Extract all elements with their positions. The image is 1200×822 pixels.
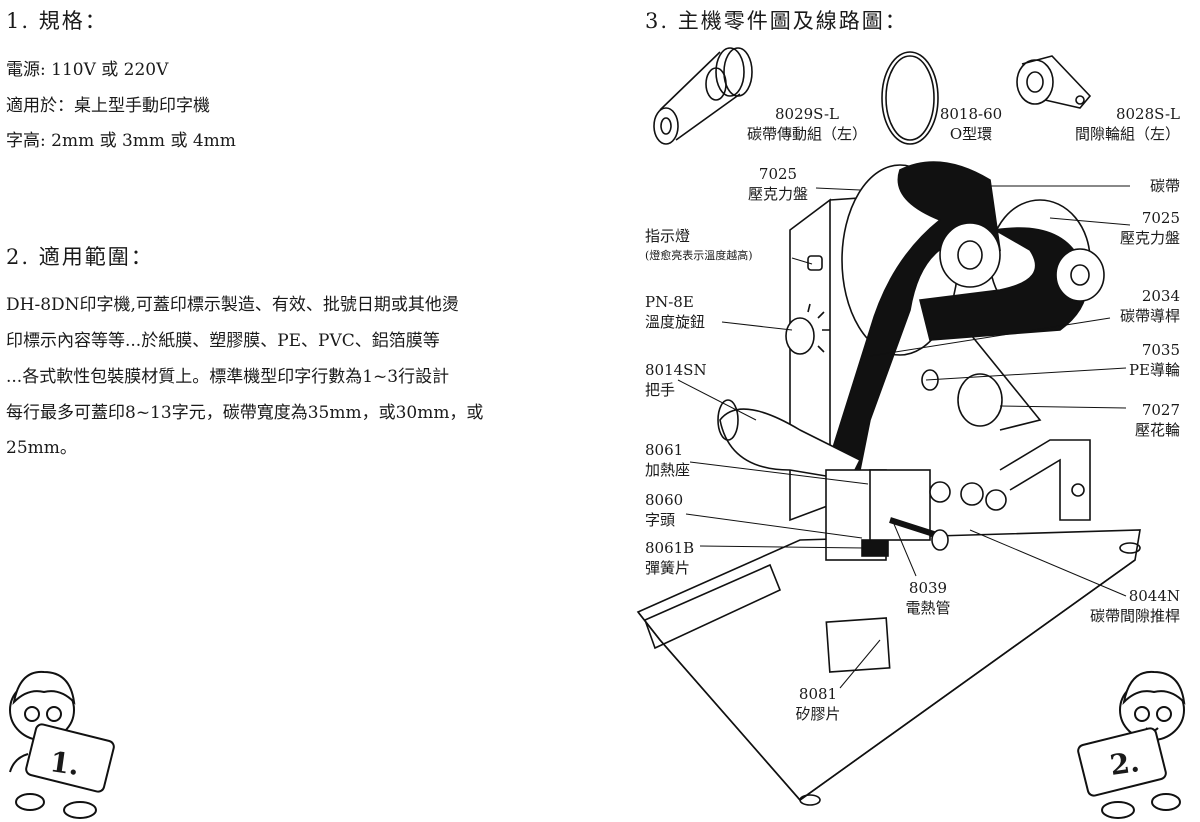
label-7027: 7027 壓花輪 xyxy=(1100,400,1180,440)
part-name: 溫度旋鈕 xyxy=(645,313,706,331)
part-name: 矽膠片 xyxy=(795,705,841,723)
label-8044n: 8044N 碳帶間隙推桿 xyxy=(1060,586,1180,626)
part-code: 8061 xyxy=(645,441,684,459)
part-code: 8028S-L xyxy=(1115,105,1180,123)
label-7025-left: 7025 壓克力盤 xyxy=(740,164,816,204)
section2-heading: 2. 適用範圍： xyxy=(6,245,154,269)
spec-power: 電源: 110V 或 220V xyxy=(6,60,169,80)
part-code: 8044N xyxy=(1128,587,1180,605)
part-code: 8060 xyxy=(645,491,684,509)
part-code: 7025 xyxy=(758,165,798,183)
part-code: 8081 xyxy=(798,685,838,703)
part-name: (燈愈亮表示溫度越高) xyxy=(645,249,753,262)
part-code: 7035 xyxy=(1141,341,1180,359)
label-ribbon: 碳帶 xyxy=(1100,176,1180,196)
part-name: 碳帶導桿 xyxy=(1119,307,1180,325)
part-code: 指示燈 xyxy=(645,227,691,245)
ribbon-drive-part-drawing xyxy=(653,47,753,145)
mascot-illustration-left xyxy=(9,670,115,819)
part-name: 彈簧片 xyxy=(645,559,691,577)
o-ring-part-drawing xyxy=(881,51,939,145)
scope-line-2: 印標示內容等等...於紙膜、塑膠膜、PE、PVC、鋁箔膜等 xyxy=(6,331,440,351)
mascot-illustration-right xyxy=(1077,670,1186,819)
part-name: 間隙輪組（左） xyxy=(1074,125,1180,143)
part-code: 8029S-L xyxy=(774,105,840,123)
part-label-8029s-l: 8029S-L 碳帶傳動組（左） xyxy=(742,104,872,144)
part-name: 碳帶 xyxy=(1149,177,1180,195)
label-pn-8e: PN-8E 溫度旋鈕 xyxy=(645,292,705,332)
scope-line-3: ...各式軟性包裝膜材質上。標準機型印字行數為1~3行設計 xyxy=(6,367,450,387)
part-code: 7027 xyxy=(1141,401,1180,419)
label-indicator-light: 指示燈 (燈愈亮表示溫度越高) xyxy=(645,226,753,266)
gap-wheel-part-drawing xyxy=(1016,55,1092,109)
part-name: 把手 xyxy=(645,381,676,399)
scope-line-4: 每行最多可蓋印8~13字元，碳帶寬度為35mm，或30mm，或 xyxy=(6,403,484,423)
label-8014sn: 8014SN 把手 xyxy=(645,360,707,400)
part-name: 電熱管 xyxy=(905,599,951,617)
label-7025-right: 7025 壓克力盤 xyxy=(1100,208,1180,248)
part-code: 2034 xyxy=(1141,287,1180,305)
part-code: 8018-60 xyxy=(939,105,1003,123)
part-code: 8061B xyxy=(645,539,695,557)
part-name: 壓克力盤 xyxy=(747,185,808,203)
part-name: 字頭 xyxy=(645,511,676,529)
part-code: 8014SN xyxy=(645,361,707,379)
part-code: 7025 xyxy=(1141,209,1180,227)
part-name: PE導輪 xyxy=(1128,361,1180,379)
label-2034: 2034 碳帶導桿 xyxy=(1100,286,1180,326)
part-code: PN-8E xyxy=(645,293,694,311)
part-name: 壓克力盤 xyxy=(1119,229,1180,247)
label-8081: 8081 矽膠片 xyxy=(780,684,856,724)
part-label-8018-60: 8018-60 O型環 xyxy=(932,104,1010,144)
part-name: 碳帶傳動組（左） xyxy=(746,125,867,143)
section3-heading: 3. 主機零件圖及線路圖： xyxy=(645,9,908,33)
section1-heading: 1. 規格： xyxy=(6,9,108,33)
scope-line-1: DH-8DN印字機,可蓋印標示製造、有效、批號日期或其他燙 xyxy=(6,295,459,315)
spec-applicable: 適用於：桌上型手動印字機 xyxy=(6,96,210,116)
label-8039: 8039 電熱管 xyxy=(890,578,966,618)
part-label-8028s-l: 8028S-L 間隙輪組（左） xyxy=(1040,104,1180,144)
mascot-number-right: 2. xyxy=(1107,745,1142,782)
label-7035: 7035 PE導輪 xyxy=(1100,340,1180,380)
part-name: 壓花輪 xyxy=(1134,421,1180,439)
label-8061: 8061 加熱座 xyxy=(645,440,690,480)
part-name: 碳帶間隙推桿 xyxy=(1089,607,1180,625)
scope-line-5: 25mm。 xyxy=(6,438,77,458)
part-name: O型環 xyxy=(949,125,993,143)
label-8061b: 8061B 彈簧片 xyxy=(645,538,694,578)
part-code: 8039 xyxy=(908,579,948,597)
label-8060: 8060 字頭 xyxy=(645,490,683,530)
part-name: 加熱座 xyxy=(645,461,691,479)
spec-char-height: 字高: 2mm 或 3mm 或 4mm xyxy=(6,131,236,151)
